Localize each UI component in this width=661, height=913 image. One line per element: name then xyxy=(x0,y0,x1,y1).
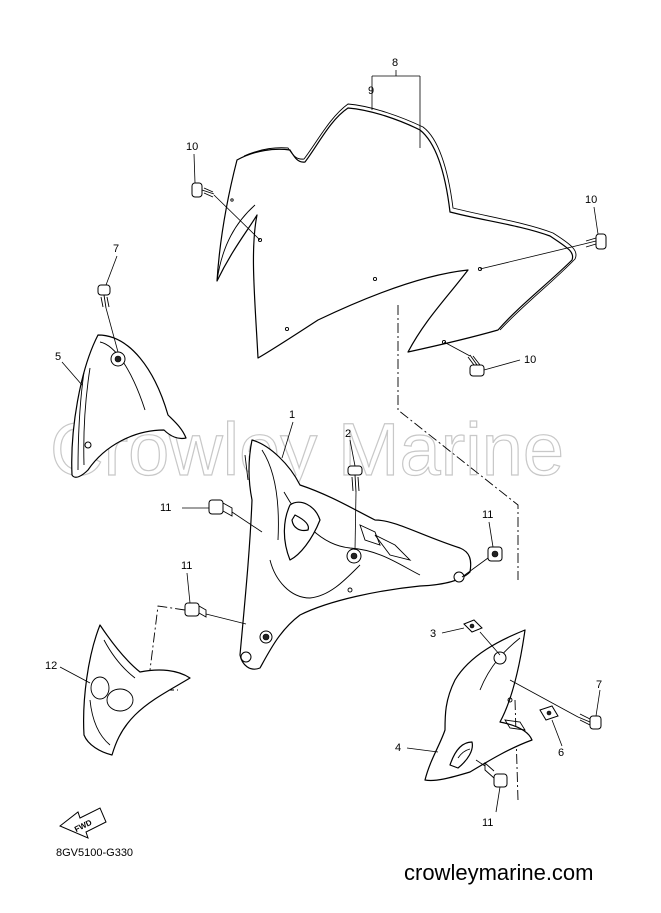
callout-10-c: 10 xyxy=(524,354,536,366)
callout-7-a: 7 xyxy=(113,243,119,255)
site-url: crowleymarine.com xyxy=(404,860,594,885)
clip-nut-3[interactable] xyxy=(463,619,483,633)
screw-10-left[interactable] xyxy=(191,182,215,198)
diagram-code: 8GV5100-G330 xyxy=(56,847,133,859)
callout-10-b: 10 xyxy=(585,194,597,206)
callout-12: 12 xyxy=(45,660,57,672)
clip-nut-6[interactable] xyxy=(539,705,559,721)
callout-7-b: 7 xyxy=(596,679,602,691)
grommet-11-right-upper[interactable] xyxy=(487,546,503,562)
screw-10-bottom[interactable] xyxy=(467,354,485,377)
callout-11-b: 11 xyxy=(181,560,192,572)
callout-11-a: 11 xyxy=(160,502,171,514)
grommet-11-bottom[interactable] xyxy=(484,761,508,788)
callout-10-a: 10 xyxy=(186,141,198,153)
windshield-part[interactable] xyxy=(216,103,577,359)
callout-3: 3 xyxy=(430,628,436,640)
side-cover-part-5[interactable] xyxy=(71,334,187,478)
callout-2: 2 xyxy=(345,428,351,440)
center-cowl-part-1[interactable] xyxy=(239,439,472,670)
screw-7-upper[interactable] xyxy=(97,284,111,309)
callout-1: 1 xyxy=(289,409,295,421)
callout-6: 6 xyxy=(558,747,564,759)
lower-panel-part-12[interactable] xyxy=(83,624,191,756)
callout-9: 9 xyxy=(368,85,374,97)
callout-11-c: 11 xyxy=(482,509,493,521)
callout-5: 5 xyxy=(55,351,61,363)
fwd-arrow-icon: FWD xyxy=(59,807,107,839)
side-panel-part-4[interactable] xyxy=(424,629,533,782)
callout-4: 4 xyxy=(395,742,401,754)
grommet-11-left-upper[interactable] xyxy=(208,499,233,517)
callout-11-d: 11 xyxy=(482,817,493,829)
grommet-11-left-lower[interactable] xyxy=(184,602,207,618)
screw-7-lower[interactable] xyxy=(577,713,602,730)
screw-10-right[interactable] xyxy=(583,233,607,250)
callout-8: 8 xyxy=(392,57,398,69)
